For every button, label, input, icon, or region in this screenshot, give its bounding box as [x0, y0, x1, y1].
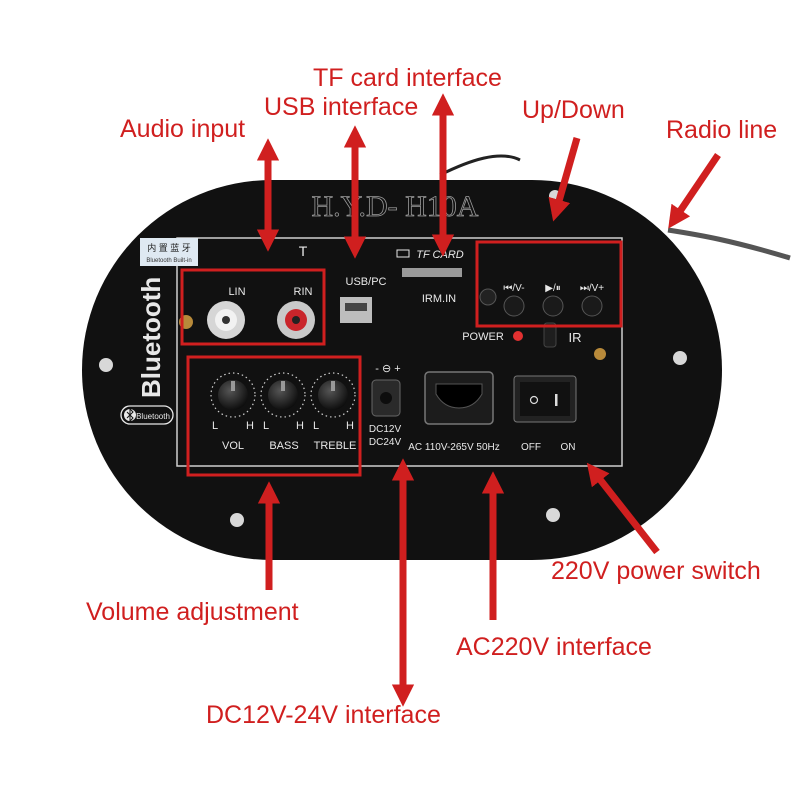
play-pause-button[interactable] [542, 295, 564, 317]
antenna-mark: T [299, 243, 308, 259]
tf-card-icon [396, 249, 410, 258]
treble-label: TREBLE [314, 440, 357, 452]
dc-polarity-label: - ⊖ + [375, 363, 400, 375]
knobs-highlight [186, 355, 362, 477]
rca-left-jack[interactable] [207, 301, 245, 339]
bass-low-label: L [263, 420, 269, 432]
ac-socket-inner [435, 383, 483, 409]
power-switch-arrow [586, 462, 660, 555]
ir-label: IR [569, 330, 582, 345]
treble-low-label: L [313, 420, 319, 432]
bluetooth-logo [120, 405, 174, 425]
up-down-label: Up/Down [522, 96, 625, 124]
vol-label: VOL [222, 440, 244, 452]
mount-hole-bottom-left [230, 513, 244, 527]
audio-input-highlight [180, 268, 326, 346]
switch-on-mark [555, 394, 558, 406]
irm-in-label: IRM.IN [422, 293, 456, 305]
radio-wire [667, 227, 791, 261]
ac220v-interface-label: AC220V interface [456, 633, 652, 661]
usb-pc-label: USB/PC [346, 276, 387, 288]
dc24v-label: DC24V [369, 437, 402, 448]
sticker-top-text: 内 置 蓝 牙 [147, 242, 191, 253]
rin-label: RIN [294, 286, 313, 298]
tf-card-slot[interactable] [402, 268, 462, 277]
ac-range-label: AC 110V-265V 50Hz [408, 442, 500, 453]
model-name: H.Y.D- H10A [312, 190, 479, 223]
rca-right-jack[interactable] [277, 301, 315, 339]
switch-off-mark [529, 395, 539, 405]
bluetooth-icon [124, 407, 136, 423]
tf-card-label: TF CARD [416, 249, 464, 261]
off-label: OFF [521, 442, 541, 453]
vol-knob[interactable] [210, 372, 256, 418]
audio-input-label: Audio input [120, 115, 246, 143]
dc-interface-label: DC12V-24V interface [206, 701, 441, 729]
dc-jack-pin [380, 392, 392, 404]
radio-line-label: Radio line [666, 116, 778, 144]
usb-interface-label: USB interface [264, 93, 419, 121]
rocker-switch-face [520, 382, 570, 416]
irm-in-jack[interactable] [479, 288, 497, 306]
screw-right [594, 348, 606, 360]
treble-high-label: H [346, 420, 354, 432]
power-led [513, 331, 523, 341]
amplifier-board: H.Y.D- H10A 内 置 蓝 牙 Bluetooth Built-in T… [82, 180, 722, 560]
power-label: POWER [462, 331, 504, 343]
play-label: ▶/⏸ [545, 283, 560, 294]
volume-adjustment-label: Volume adjustment [86, 598, 299, 626]
mount-hole-bottom-right [546, 508, 560, 522]
annotation-arrows [256, 93, 721, 707]
lin-label: LIN [228, 286, 245, 298]
ir-receiver [543, 322, 557, 348]
next-label: ⏭/V+ [580, 283, 604, 294]
up-down-arrow [548, 137, 581, 222]
brand-vertical: Bluetooth [136, 277, 166, 398]
dc12v-label: DC12V [369, 424, 402, 435]
bluetooth-logo-text: Bluetooth [136, 412, 170, 421]
bluetooth-sticker [140, 238, 198, 266]
on-label: ON [561, 442, 576, 453]
board-plate [82, 180, 722, 560]
vol-high-label: H [246, 420, 254, 432]
antenna-wire [439, 154, 521, 177]
tf-card-interface-label: TF card interface [313, 64, 502, 92]
usb-port-slot [345, 303, 367, 311]
vol-low-label: L [212, 420, 218, 432]
radio-line-arrow [668, 153, 721, 229]
prev-label: ⏮/V- [503, 283, 524, 294]
prev-volume-down-button[interactable] [503, 295, 525, 317]
mount-hole-left [99, 358, 113, 372]
power-switch-label: 220V power switch [551, 557, 761, 585]
sticker-bottom-text: Bluetooth Built-in [146, 258, 191, 264]
treble-knob[interactable] [310, 372, 356, 418]
bass-knob[interactable] [260, 372, 306, 418]
mount-hole-right [673, 351, 687, 365]
next-volume-up-button[interactable] [581, 295, 603, 317]
buttons-highlight [475, 240, 623, 328]
bass-label: BASS [269, 440, 298, 452]
bass-high-label: H [296, 420, 304, 432]
